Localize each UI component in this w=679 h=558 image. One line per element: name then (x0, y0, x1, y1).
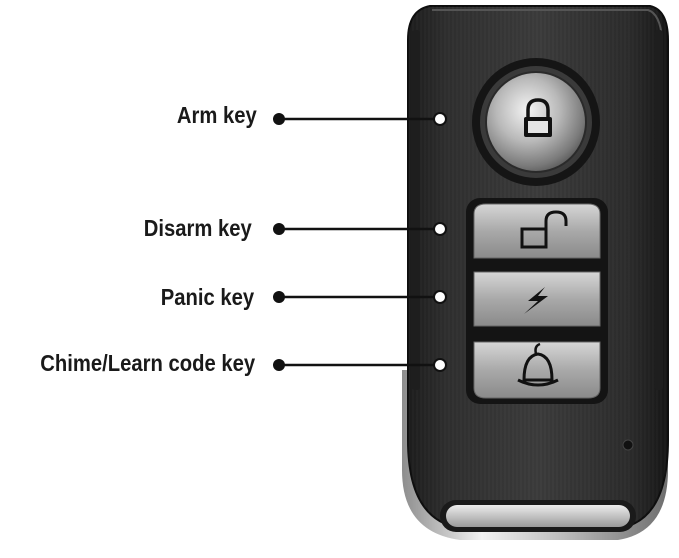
callout-dot-end (433, 290, 447, 304)
bell-icon (517, 342, 559, 387)
callout-dot-start (273, 223, 285, 235)
callout-dot-start (273, 291, 285, 303)
disarm-button[interactable] (473, 203, 601, 259)
callout-dot-end (433, 112, 447, 126)
lock-closed-icon (524, 98, 552, 137)
lock-open-icon (520, 210, 568, 249)
leader-arm (273, 112, 447, 126)
bottom-chrome-slot-inner (446, 505, 630, 527)
side-ridge-left (412, 30, 420, 390)
callout-dot-end (433, 222, 447, 236)
panic-button[interactable] (473, 271, 601, 327)
callout-dot-start (273, 359, 285, 371)
label-panic-key: Panic key (160, 284, 254, 310)
chime-button[interactable] (473, 341, 601, 399)
leader-disarm (273, 222, 447, 236)
callout-dot-start (273, 113, 285, 125)
leader-panic (273, 290, 447, 304)
callout-dot-end (433, 358, 447, 372)
led-indicator (622, 439, 634, 451)
label-disarm-key: Disarm key (143, 215, 252, 241)
leader-chime (273, 358, 447, 372)
label-chime-learn-code-key: Chime/Learn code key (40, 350, 255, 376)
arm-button[interactable] (472, 58, 600, 186)
lightning-icon (524, 287, 548, 314)
label-arm-key: Arm key (177, 102, 257, 128)
side-ridge-right (655, 30, 663, 390)
